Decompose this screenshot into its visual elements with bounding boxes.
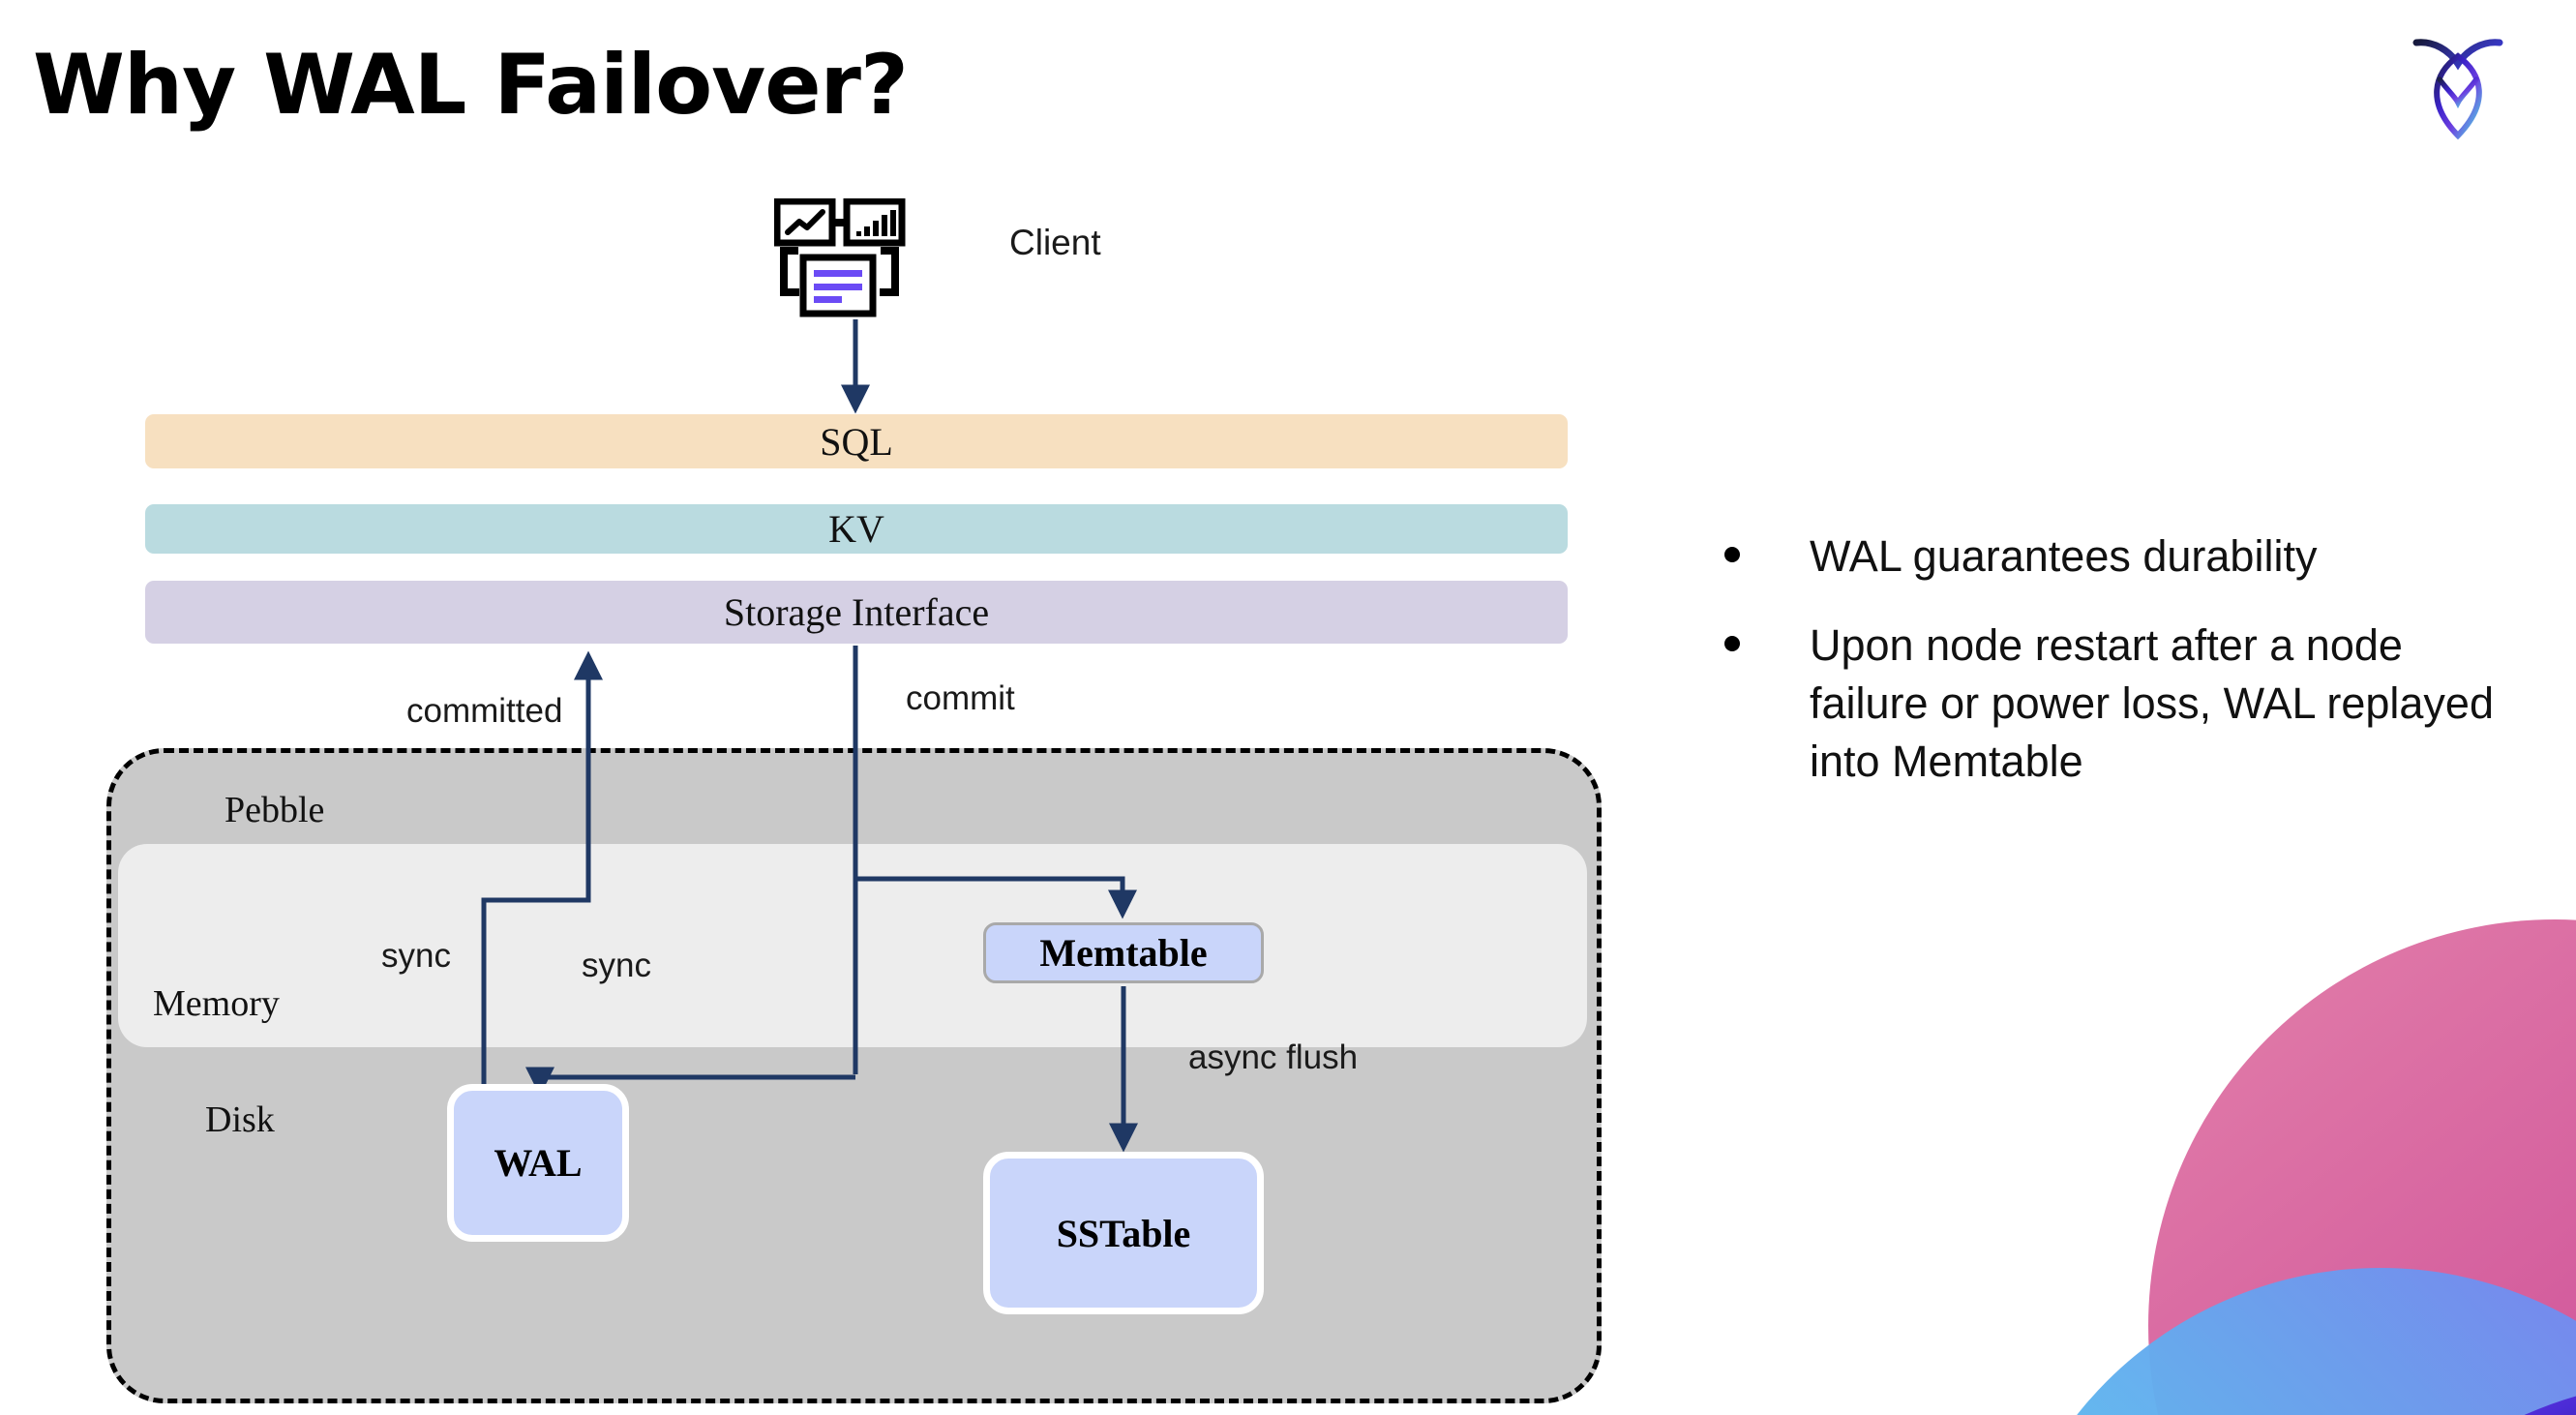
disk-label: Disk <box>205 1099 275 1140</box>
memory-label: Memory <box>153 983 280 1024</box>
client-label: Client <box>1009 223 1101 262</box>
bullet-list: WAL guarantees durability Upon node rest… <box>1703 527 2516 821</box>
stack-layer-storage-interface-label: Storage Interface <box>723 590 990 634</box>
stack-layer-kv: KV <box>145 504 1568 554</box>
sstable-label: SSTable <box>1056 1211 1191 1255</box>
wal-label: WAL <box>494 1141 583 1185</box>
pebble-label: Pebble <box>225 790 325 830</box>
memory-region <box>118 844 1587 1047</box>
stack-layer-sql: SQL <box>145 414 1568 468</box>
memtable-box: Memtable <box>983 922 1264 983</box>
sstable-box: SSTable <box>983 1152 1264 1314</box>
bullet-text: Upon node restart after a node failure o… <box>1810 619 2494 786</box>
flow-label-sync-left: sync <box>381 937 451 975</box>
client-workstation-icon <box>773 197 924 319</box>
stack-layer-kv-label: KV <box>828 507 884 551</box>
memtable-label: Memtable <box>1039 931 1208 975</box>
page-title: Why WAL Failover? <box>33 37 909 134</box>
stack-layer-storage-interface: Storage Interface <box>145 581 1568 644</box>
stack-layer-sql-label: SQL <box>820 419 893 464</box>
cockroachdb-watermark-icon <box>1935 919 2576 1415</box>
flow-label-committed: committed <box>406 692 563 730</box>
flow-label-async-flush: async flush <box>1188 1039 1359 1076</box>
flow-label-sync-right: sync <box>582 947 651 984</box>
bullet-dot-icon <box>1724 635 1740 651</box>
list-item: Upon node restart after a node failure o… <box>1703 617 2516 791</box>
bullet-dot-icon <box>1724 547 1740 562</box>
wal-box: WAL <box>447 1084 629 1242</box>
list-item: WAL guarantees durability <box>1703 527 2516 586</box>
flow-label-commit: commit <box>906 679 1015 717</box>
cockroachdb-logo-icon <box>2405 27 2511 141</box>
bullet-text: WAL guarantees durability <box>1810 531 2318 581</box>
